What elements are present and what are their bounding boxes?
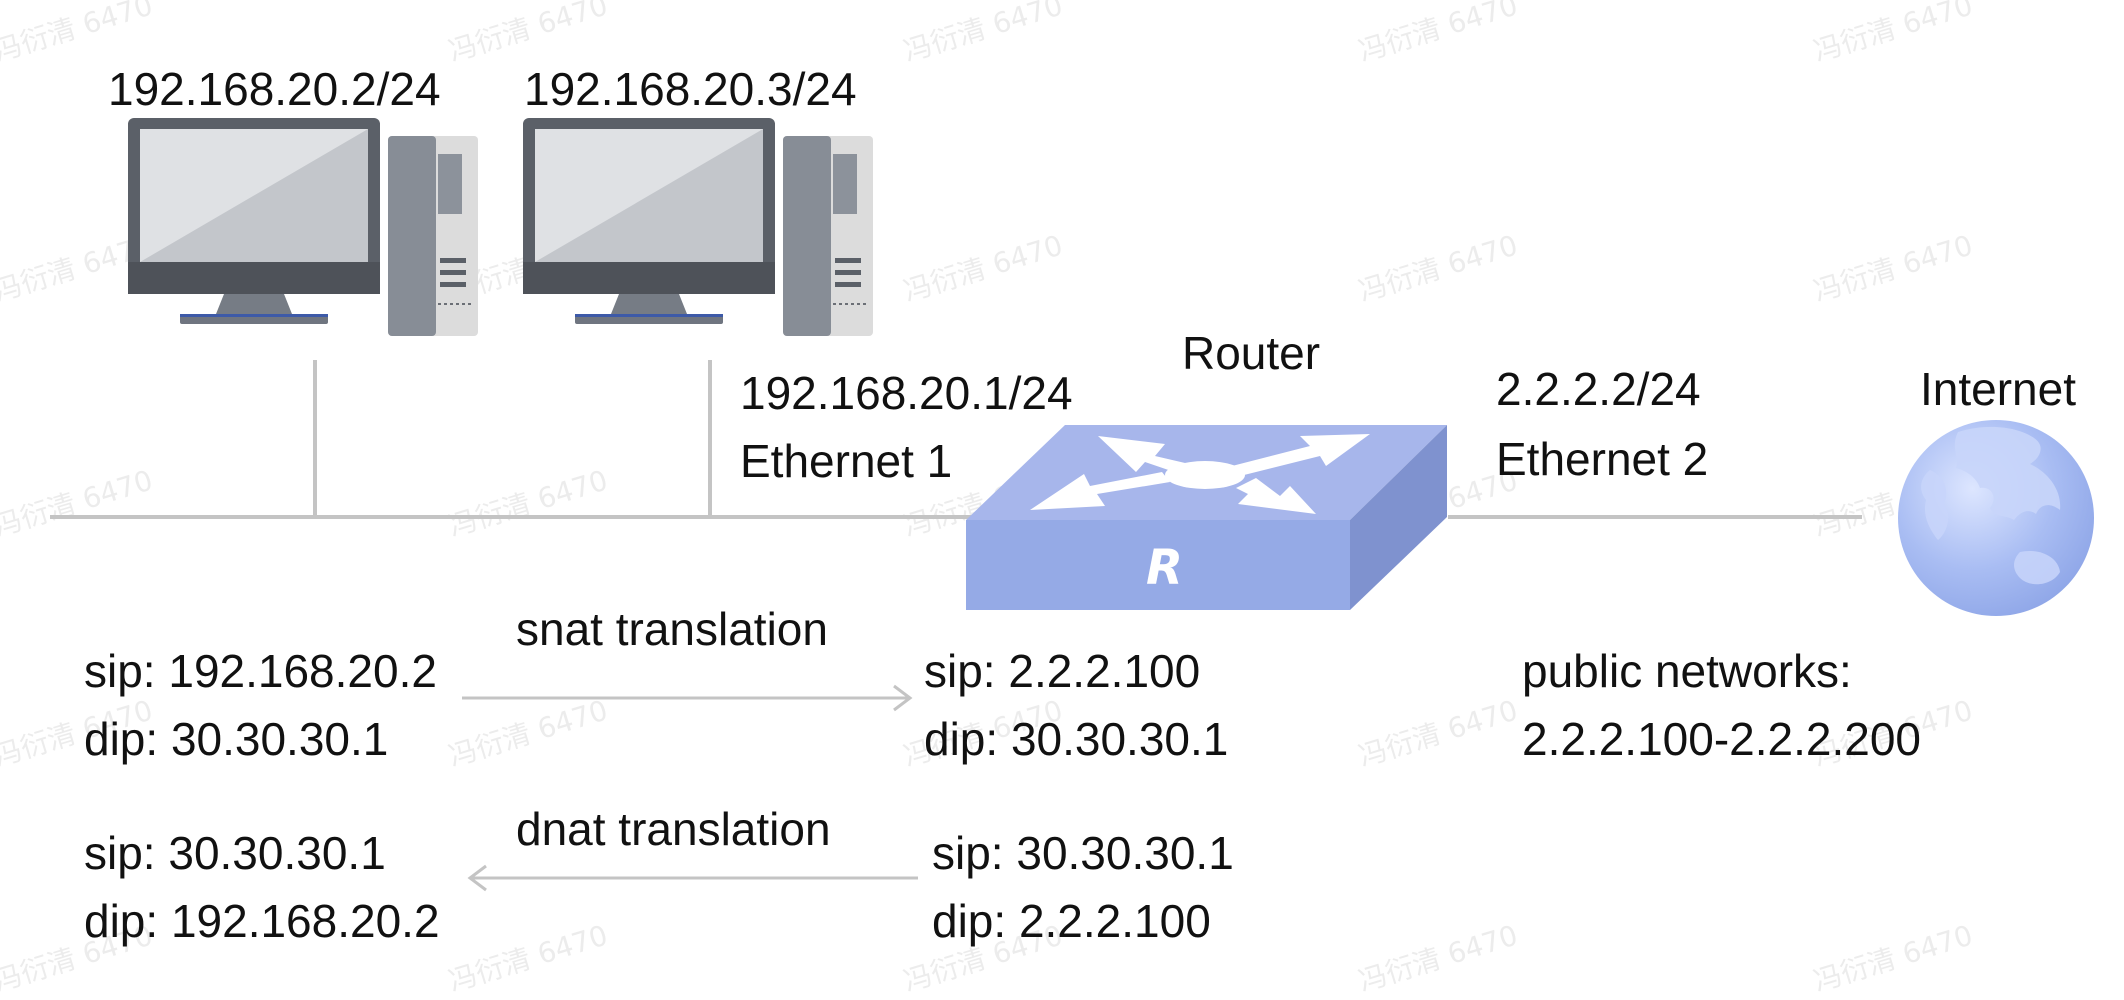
host-2-ip-label: 192.168.20.3/24 xyxy=(524,63,857,115)
dnat-after-sip: sip: 30.30.30.1 xyxy=(84,827,386,879)
ethernet-2-name-label: Ethernet 2 xyxy=(1496,433,1709,485)
ethernet-1-name-label: Ethernet 1 xyxy=(740,435,953,487)
desktop-computer-icon xyxy=(128,118,478,336)
globe-icon xyxy=(1898,420,2094,616)
snat-before-dip: dip: 30.30.30.1 xyxy=(84,713,389,765)
ethernet-2-ip-label: 2.2.2.2/24 xyxy=(1496,363,1701,415)
desktop-computer-icon xyxy=(523,118,873,336)
dnat-label: dnat translation xyxy=(516,803,831,855)
snat-arrow xyxy=(462,684,913,712)
internet-label: Internet xyxy=(1920,363,2076,415)
router-icon: R xyxy=(966,425,1447,610)
router-glyph: R xyxy=(1146,540,1183,596)
snat-before-sip: sip: 192.168.20.2 xyxy=(84,645,437,697)
snat-label: snat translation xyxy=(516,603,828,655)
public-pool-title: public networks: xyxy=(1522,645,1852,697)
dnat-before-dip: dip: 2.2.2.100 xyxy=(932,895,1211,947)
router-title: Router xyxy=(1182,327,1321,379)
snat-after-dip: dip: 30.30.30.1 xyxy=(924,713,1229,765)
dnat-after-dip: dip: 192.168.20.2 xyxy=(84,895,440,947)
dnat-before-sip: sip: 30.30.30.1 xyxy=(932,827,1234,879)
snat-after-sip: sip: 2.2.2.100 xyxy=(924,645,1201,697)
ethernet-1-ip-label: 192.168.20.1/24 xyxy=(740,367,1073,419)
dnat-arrow xyxy=(467,864,918,892)
public-pool-range: 2.2.2.100-2.2.2.200 xyxy=(1522,713,1921,765)
host-1-ip-label: 192.168.20.2/24 xyxy=(108,63,441,115)
